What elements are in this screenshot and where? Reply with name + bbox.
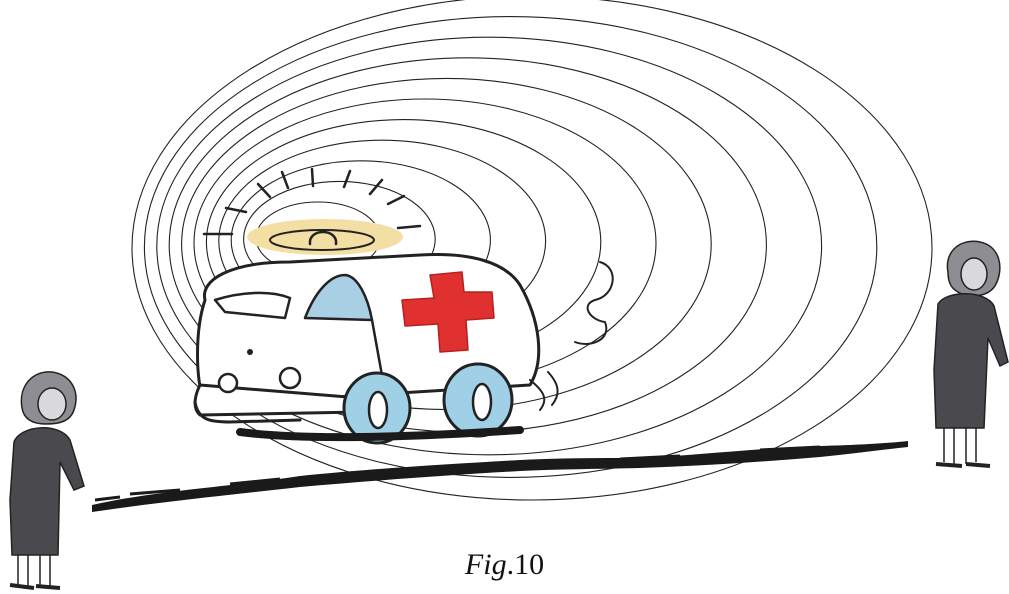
road [92, 441, 908, 512]
siren-light [310, 232, 336, 244]
observer-left-feet [10, 585, 60, 588]
observer-right-face [961, 258, 987, 290]
sound-waves [132, 0, 932, 500]
headlight-right [280, 368, 300, 388]
caption-prefix: Fig [465, 548, 507, 581]
caption-suffix: .10 [507, 548, 545, 581]
observer-right [934, 241, 1008, 466]
observer-right-legs [944, 428, 976, 464]
grille-dot [247, 349, 253, 355]
sound-wave-ring [132, 0, 932, 500]
observer-left-face [38, 388, 66, 420]
road-stroke [92, 441, 908, 512]
figure-caption: Fig.10 [0, 548, 1009, 582]
rear-hubcap [473, 384, 491, 420]
ambulance [195, 169, 613, 443]
front-hubcap [369, 392, 387, 428]
observer-left-coat [10, 428, 84, 555]
headlight-left [219, 374, 237, 392]
observer-right-coat [934, 294, 1008, 428]
observer-right-feet [936, 464, 990, 466]
